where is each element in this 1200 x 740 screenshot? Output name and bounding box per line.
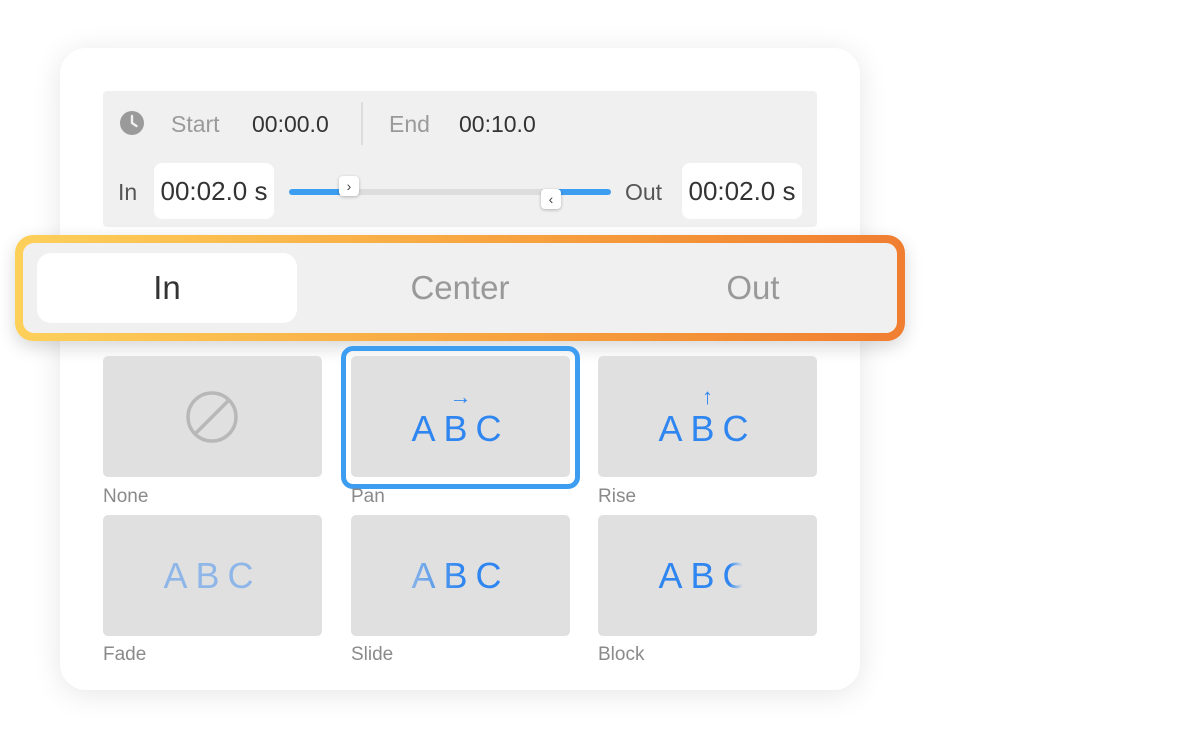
animation-tile-none[interactable] <box>103 356 322 477</box>
animation-label-block: Block <box>598 644 645 665</box>
animation-label-fade: Fade <box>103 644 147 665</box>
start-value: 00:00.0 <box>252 111 329 137</box>
slide-preview-text: ABC <box>411 555 510 596</box>
animation-tile-pan[interactable]: → ABC <box>351 356 570 477</box>
timing-divider <box>361 102 363 145</box>
in-duration-field[interactable]: 00:02.0 s <box>154 163 274 219</box>
out-duration-label: Out <box>625 179 663 205</box>
tab-in[interactable]: In <box>37 253 297 323</box>
timing-section: Start 00:00.0 End 00:10.0 In 00:02.0 s ›… <box>103 91 817 227</box>
end-value: 00:10.0 <box>459 111 536 137</box>
segmented-control: In Center Out <box>23 243 897 333</box>
animation-label-none: None <box>103 486 149 507</box>
end-label: End <box>389 111 430 137</box>
animation-label-pan: Pan <box>351 486 385 507</box>
animation-tile-slide[interactable]: ABC <box>351 515 570 636</box>
in-slider-handle[interactable]: › <box>339 176 359 196</box>
up-arrow-icon: ↑ <box>702 384 713 409</box>
in-duration-fill <box>289 189 353 195</box>
rise-preview-text: ABC <box>658 408 757 449</box>
highlighted-tab-selector: In Center Out <box>15 235 905 341</box>
animation-tile-fade[interactable]: ABC <box>103 515 322 636</box>
out-duration-fill <box>547 189 611 195</box>
duration-slider-track[interactable] <box>289 189 611 195</box>
clock-icon <box>120 111 144 135</box>
block-preview-text: ABC <box>658 555 757 596</box>
start-label: Start <box>171 111 220 137</box>
right-arrow-icon: → <box>449 384 472 409</box>
pan-preview-text: ABC <box>411 408 510 449</box>
animation-label-rise: Rise <box>598 486 637 507</box>
out-slider-handle[interactable]: ‹ <box>541 189 561 209</box>
fade-preview-text: ABC <box>163 555 262 596</box>
animation-label-slide: Slide <box>351 644 394 665</box>
in-duration-label: In <box>118 179 138 205</box>
none-icon <box>186 391 238 443</box>
animation-tile-block[interactable]: ABC <box>598 515 817 636</box>
tab-out[interactable]: Out <box>726 269 780 306</box>
tab-center[interactable]: Center <box>410 269 510 306</box>
out-duration-field[interactable]: 00:02.0 s <box>682 163 802 219</box>
animation-tile-rise[interactable]: ↑ ABC <box>598 356 817 477</box>
